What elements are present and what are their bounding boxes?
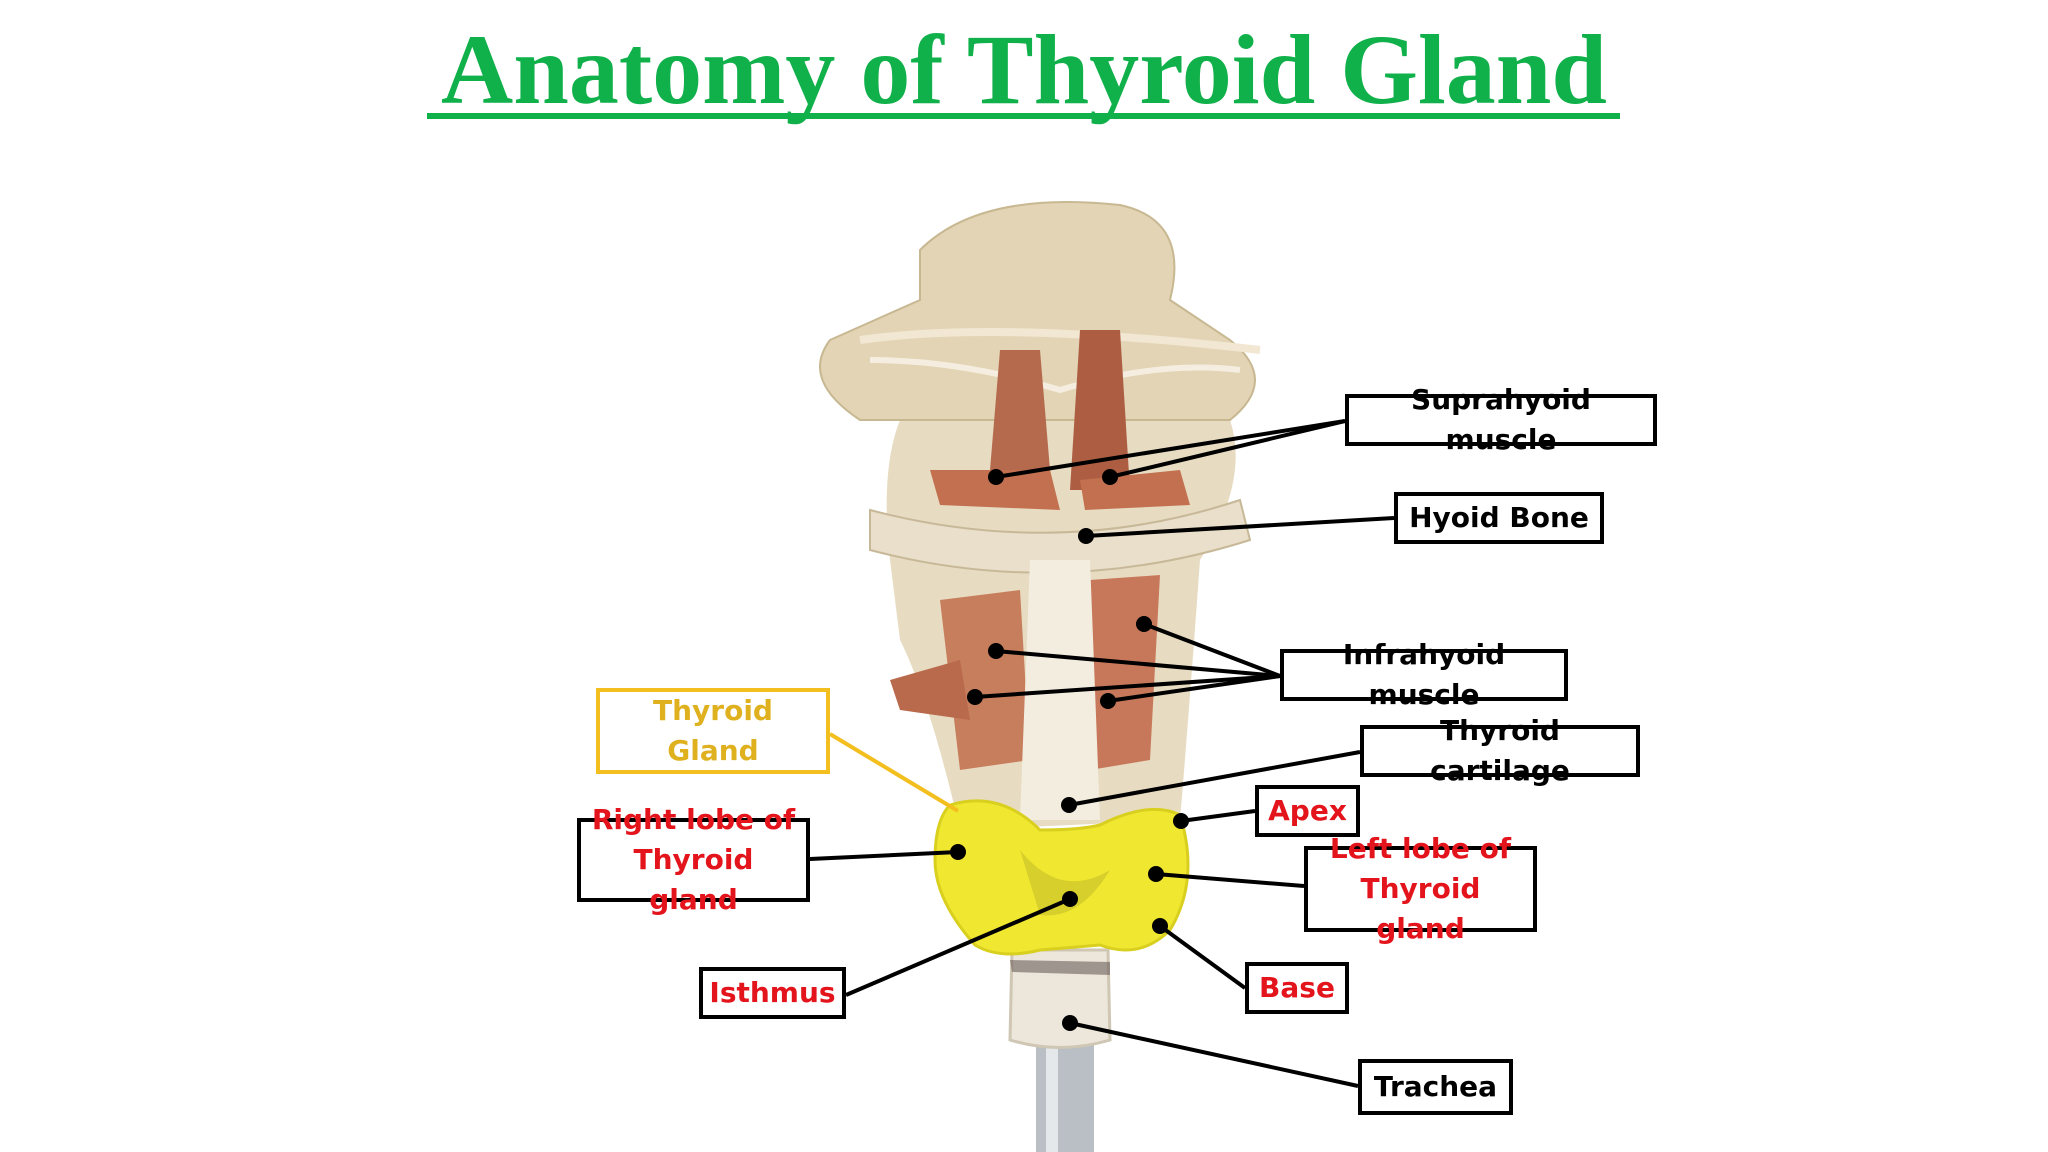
label-text: Thyroid cartilage <box>1430 714 1570 787</box>
label-hyoid-bone: Hyoid Bone <box>1394 492 1604 544</box>
label-text-line2: Thyroid gland <box>633 843 754 916</box>
suprahyoid-muscle-strip <box>1070 330 1130 490</box>
infrahyoid-muscle-strip <box>940 590 1030 770</box>
suprahyoid-muscle-strip <box>990 350 1050 470</box>
page-title: Anatomy of Thyroid Gland <box>440 14 1607 125</box>
label-text: Base <box>1259 971 1335 1004</box>
label-text-line1: Left lobe of <box>1329 832 1512 865</box>
label-isthmus: Isthmus <box>699 967 846 1019</box>
leader-dots <box>950 469 1189 1031</box>
leader-lines <box>809 419 1395 1088</box>
label-text-line1: Right lobe of <box>591 803 796 836</box>
title-underline <box>427 113 1620 119</box>
label-text: Infrahyoid muscle <box>1342 638 1506 711</box>
label-trachea: Trachea <box>1358 1059 1513 1115</box>
label-text: Isthmus <box>709 976 836 1009</box>
trachea-specimen <box>1008 948 1112 1049</box>
label-apex: Apex <box>1255 785 1360 837</box>
label-right-lobe: Right lobe of Thyroid gland <box>577 803 810 916</box>
label-text: Apex <box>1268 794 1347 827</box>
thyroid-gland-specimen <box>933 799 1190 956</box>
hyoid-bone-specimen <box>869 498 1252 574</box>
label-text: Suprahyoid muscle <box>1411 383 1591 456</box>
label-thyroid-gland: Thyroid Gland <box>596 688 830 774</box>
label-thyroid-cartilage: Thyroid cartilage <box>1360 714 1640 787</box>
label-base: Base <box>1245 962 1349 1014</box>
thyroid-gland-pointer <box>828 732 960 813</box>
label-text: Thyroid Gland <box>653 694 773 767</box>
label-suprahyoid-muscle: Suprahyoid muscle <box>1345 383 1657 456</box>
specimen-support-rod <box>1036 1040 1094 1152</box>
label-infrahyoid-muscle: Infrahyoid muscle <box>1280 638 1568 711</box>
infrahyoid-muscle-strip <box>1090 575 1160 770</box>
label-left-lobe: Left lobe of Thyroid gland <box>1304 832 1537 945</box>
label-text: Trachea <box>1373 1070 1498 1103</box>
label-text: Hyoid Bone <box>1409 501 1589 534</box>
label-text-line2: Thyroid gland <box>1360 872 1481 945</box>
